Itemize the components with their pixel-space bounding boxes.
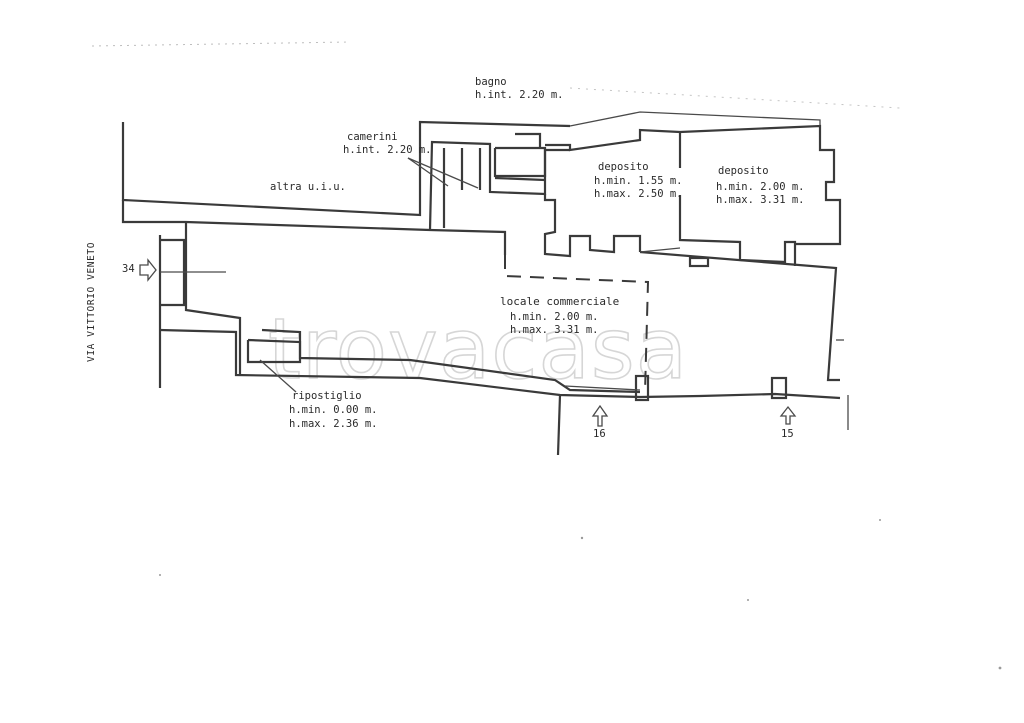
deposito-2-hmin: h.min. 2.00 m. bbox=[716, 181, 805, 193]
locale-commerciale-hmax: h.max. 3.31 m. bbox=[510, 324, 599, 336]
scan-noise bbox=[91, 41, 1002, 670]
entrance-arrow-15 bbox=[779, 405, 797, 425]
camerini-label: camerini bbox=[347, 131, 398, 143]
locale-dashed-partition bbox=[504, 255, 650, 393]
ripostiglio-hmin: h.min. 0.00 m. bbox=[289, 404, 378, 416]
watermark-text: trovacasa bbox=[268, 300, 688, 398]
entrance-number-34: 34 bbox=[122, 263, 135, 275]
ripostiglio-hmax: h.max. 2.36 m. bbox=[289, 418, 378, 430]
camerini-pointer bbox=[407, 157, 479, 189]
locale-commerciale-label: locale commerciale bbox=[500, 295, 619, 308]
deposito-1-hmax: h.max. 2.50 m. bbox=[594, 188, 683, 200]
street-label: VIA VITTORIO VENETO bbox=[86, 242, 97, 362]
deposito-2-hmax: h.max. 3.31 m. bbox=[716, 194, 805, 206]
bagno-height: h.int. 2.20 m. bbox=[475, 89, 564, 101]
ripostiglio-label: ripostiglio bbox=[292, 390, 362, 402]
entrance-arrow-34 bbox=[139, 258, 157, 282]
entrance-arrow-16 bbox=[591, 404, 609, 427]
camerini-height: h.int. 2.20 m. bbox=[343, 144, 432, 156]
entrance-number-15: 15 bbox=[781, 428, 794, 440]
service-rooms-walls bbox=[428, 124, 842, 268]
neighbour-unit-outline bbox=[121, 111, 821, 224]
main-space-walls bbox=[159, 220, 849, 456]
deposito-1-label: deposito bbox=[598, 161, 649, 173]
bagno-label: bagno bbox=[475, 76, 507, 88]
entrance-number-16: 16 bbox=[593, 428, 606, 440]
deposito-2-label: deposito bbox=[718, 165, 769, 177]
altra-uiu-label: altra u.i.u. bbox=[270, 181, 346, 193]
locale-commerciale-hmin: h.min. 2.00 m. bbox=[510, 311, 599, 323]
deposito-1-hmin: h.min. 1.55 m. bbox=[594, 175, 683, 187]
labels: VIA VITTORIO VENETO 34 16 15 bagno h.int… bbox=[86, 76, 805, 440]
